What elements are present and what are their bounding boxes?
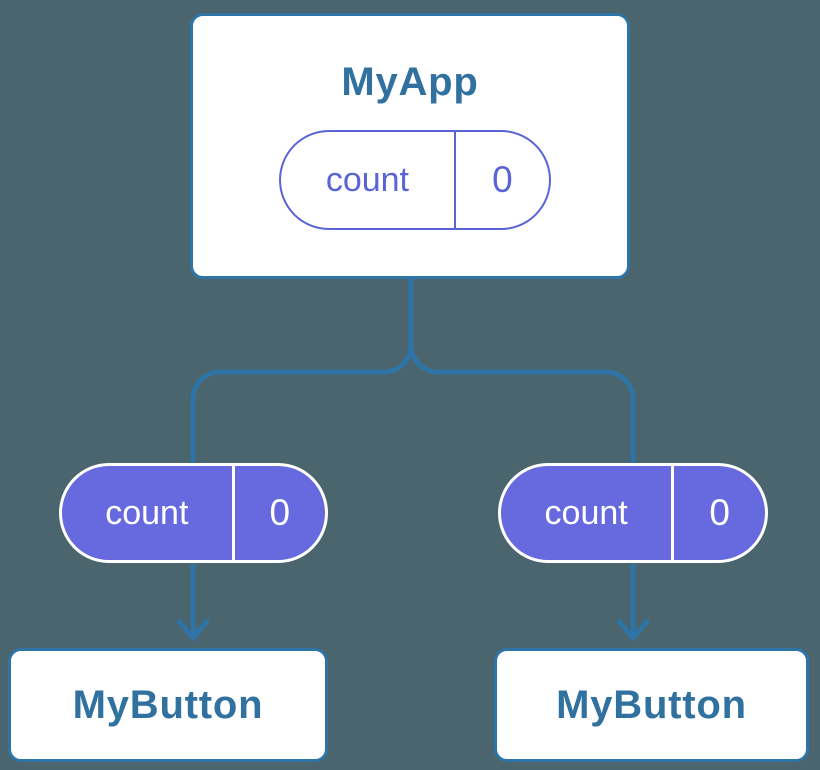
connector-stem-left-branch — [190, 276, 414, 464]
prop-pill-left: count 0 — [59, 463, 328, 563]
prop-pill-right: count 0 — [498, 463, 768, 563]
node-mybutton-left: MyButton — [8, 648, 328, 762]
prop-pill-left-label: count — [105, 493, 189, 532]
prop-pill-right-value: 0 — [671, 466, 765, 560]
node-myapp: MyApp — [190, 13, 630, 279]
node-myapp-title: MyApp — [341, 60, 479, 104]
node-mybutton-right-title: MyButton — [556, 682, 747, 727]
state-pill-myapp-value: 0 — [453, 132, 549, 228]
prop-pill-right-label: count — [544, 493, 628, 532]
prop-pill-left-value: 0 — [231, 466, 325, 560]
connector-stem-right-branch — [408, 276, 636, 464]
arrow-right-head — [616, 618, 650, 642]
arrow-left-head — [176, 618, 210, 642]
state-pill-myapp-label: count — [325, 160, 410, 199]
node-mybutton-left-title: MyButton — [72, 682, 264, 727]
node-mybutton-right: MyButton — [494, 648, 809, 762]
state-pill-myapp: count 0 — [279, 130, 551, 230]
